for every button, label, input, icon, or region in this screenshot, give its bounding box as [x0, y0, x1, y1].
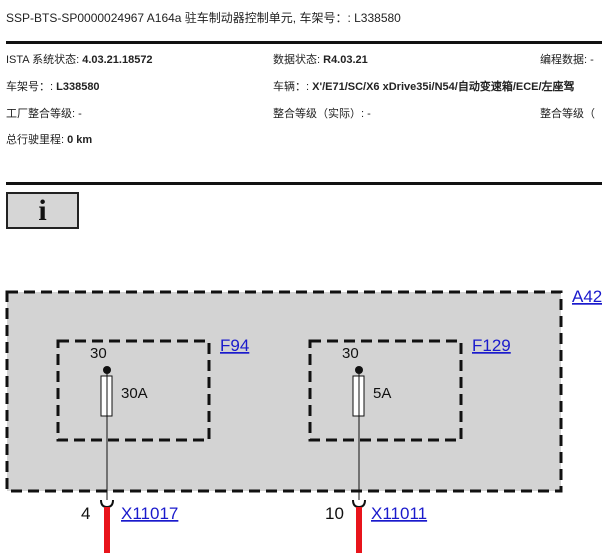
page-title: SSP-BTS-SP0000024967 A164a 驻车制动器控制单元, 车架… [6, 11, 401, 25]
connector-pin-x11011: 10 [325, 504, 344, 523]
fuse-contact-dot [355, 366, 363, 374]
fuse-contact-dot [103, 366, 111, 374]
fuse-rating-f129: 5A [373, 385, 391, 402]
vehicle: 车辆：: X'/E71/SC/X6 xDrive35i/N54/自动变速箱/EC… [273, 81, 575, 93]
connector-pin-x11017: 4 [81, 504, 90, 523]
fuse-pin-f129: 30 [342, 345, 359, 362]
target-integration-level: 整合等级（ [540, 108, 595, 120]
header-divider [6, 41, 602, 44]
connector-symbol-x11011 [352, 499, 366, 509]
mileage: 总行驶里程: 0 km [6, 134, 93, 146]
connector-symbol-x11017 [100, 499, 114, 509]
actual-integration-level: 整合等级（实际）: - [273, 108, 371, 120]
fuse-link-f129[interactable]: F129 [472, 336, 511, 355]
info-button[interactable]: i [6, 192, 79, 229]
module-link-a42[interactable]: A42 [572, 287, 602, 306]
factory-integration-level: 工厂整合等级: - [6, 108, 82, 120]
fuse-box-f94 [56, 339, 211, 442]
fuse-link-f94[interactable]: F94 [220, 336, 249, 355]
vin: 车架号：: L338580 [6, 81, 100, 93]
ista-status: ISTA 系统状态: 4.03.21.18572 [6, 54, 153, 66]
info-icon: i [38, 193, 47, 227]
connector-link-x11017[interactable]: X11017 [121, 504, 178, 523]
fuse-rating-f94: 30A [121, 385, 148, 402]
programming-data: 编程数据: - [540, 54, 594, 66]
connector-link-x11011[interactable]: X11011 [371, 504, 427, 523]
fuse-box-f129 [308, 339, 463, 442]
data-status: 数据状态: R4.03.21 [273, 54, 368, 66]
module-box [5, 290, 563, 493]
fuse-pin-f94: 30 [90, 345, 107, 362]
section-divider [6, 182, 602, 185]
